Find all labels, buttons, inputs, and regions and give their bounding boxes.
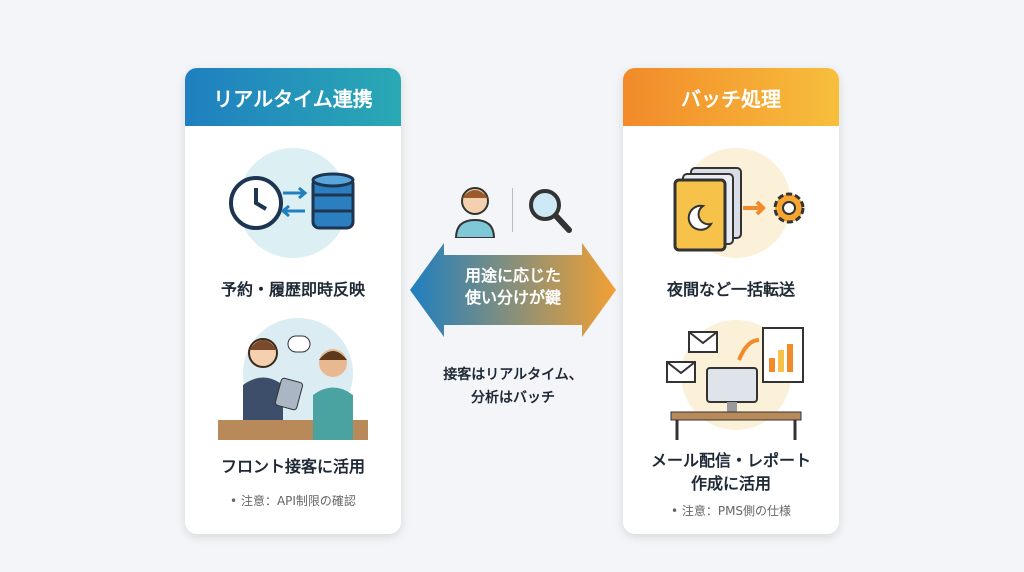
realtime-card: リアルタイム連携 予約・履歴即時反映 フロント接客に活用 • 注意：API制限の… (185, 68, 401, 534)
divider (512, 188, 513, 232)
center-caption: 接客はリアルタイム、 分析はバッチ (410, 364, 616, 410)
double-arrow (410, 243, 616, 337)
clock-database-illustration (185, 148, 401, 258)
batch-label-2-line-1: メール配信・レポート (650, 451, 811, 470)
batch-label-2-line-2: 作成に活用 (690, 474, 771, 493)
batch-label-1: 夜間など一括転送 (666, 280, 795, 299)
sync-arrows-icon (280, 186, 308, 218)
clock-icon (229, 176, 283, 230)
realtime-label-2: フロント接客に活用 (220, 457, 365, 476)
user-icon (452, 183, 498, 242)
realtime-label-1: 予約・履歴即時反映 (220, 280, 365, 299)
batch-label-2: メール配信・レポート 作成に活用 (623, 449, 839, 495)
files-gear-illustration (623, 148, 839, 258)
caption-line-1: 接客はリアルタイム、 (443, 367, 583, 383)
front-desk-illustration (185, 318, 401, 443)
caption-line-2: 分析はバッチ (471, 390, 555, 406)
arrow-text-line-1: 用途に応じた (464, 266, 561, 285)
batch-header: バッチ処理 (623, 68, 839, 126)
arrow-text-line-2: 使い分けが鍵 (464, 288, 561, 307)
database-icon (311, 172, 355, 230)
realtime-header: リアルタイム連携 (185, 68, 401, 126)
batch-note: • 注意：PMS側の仕様 (670, 504, 792, 518)
batch-card: バッチ処理 夜間など一括転送 メール配信・レポート 作成に活用 • 注意：P (623, 68, 839, 534)
arrow-text: 用途に応じた 使い分けが鍵 (410, 265, 616, 309)
mail-report-illustration (623, 320, 839, 440)
realtime-note: • 注意：API制限の確認 (230, 494, 356, 508)
magnifier-icon (525, 185, 575, 241)
